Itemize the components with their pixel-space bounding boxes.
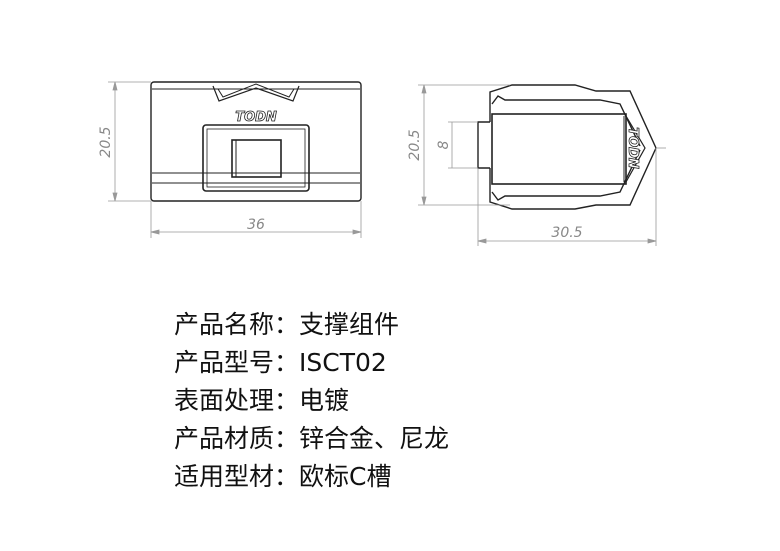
spec-value: 欧标C槽 [299, 462, 392, 491]
spec-value: ISCT02 [299, 348, 387, 377]
spec-row-model: 产品型号：ISCT02 [174, 344, 449, 382]
side-height-dimension: 20.5 [407, 129, 423, 160]
side-dimensions [418, 84, 666, 246]
front-width-dimension: 36 [247, 217, 265, 233]
spec-list: 产品名称：支撑组件 产品型号：ISCT02 表面处理：电镀 产品材质：锌合金、尼… [174, 306, 449, 496]
spec-row-material: 产品材质：锌合金、尼龙 [174, 420, 449, 458]
spec-row-profile: 适用型材：欧标C槽 [174, 458, 449, 496]
spec-value: 电镀 [299, 386, 350, 415]
spec-label: 产品名称 [174, 310, 275, 339]
spec-separator: ： [274, 462, 300, 491]
spec-separator: ： [274, 424, 300, 453]
spec-label: 产品型号 [174, 348, 275, 377]
spec-row-name: 产品名称：支撑组件 [174, 306, 449, 344]
spec-label: 适用型材 [174, 462, 275, 491]
spec-separator: ： [274, 386, 300, 415]
front-height-dimension: 20.5 [98, 126, 114, 157]
side-depth-dimension: 30.5 [551, 225, 582, 241]
side-slot-dimension: 8 [436, 140, 452, 149]
spec-value: 支撑组件 [299, 310, 400, 339]
front-brand-logo: TODN [235, 110, 277, 125]
front-view [150, 81, 362, 202]
side-brand-logo: TODN [625, 127, 640, 169]
spec-row-finish: 表面处理：电镀 [174, 382, 449, 420]
front-dimensions [108, 81, 362, 238]
spec-value: 锌合金、尼龙 [299, 424, 450, 453]
spec-separator: ： [274, 310, 300, 339]
spec-label: 产品材质 [174, 424, 275, 453]
spec-separator: ： [274, 348, 300, 377]
spec-label: 表面处理 [174, 386, 275, 415]
